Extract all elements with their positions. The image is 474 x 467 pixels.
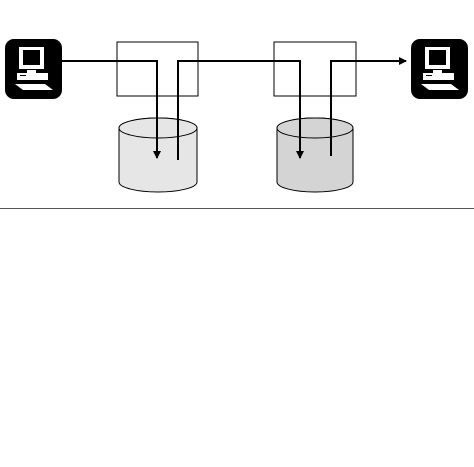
target-computer-icon xyxy=(411,39,468,99)
flow-arrow-db1-to-db2 xyxy=(177,60,304,160)
flow-arrow-db2-to-target xyxy=(330,57,407,156)
flow-arrow-source-to-db1 xyxy=(62,60,161,159)
process-box-2 xyxy=(273,41,357,97)
source-computer-icon xyxy=(5,39,62,99)
database-cylinder-2 xyxy=(276,117,354,193)
